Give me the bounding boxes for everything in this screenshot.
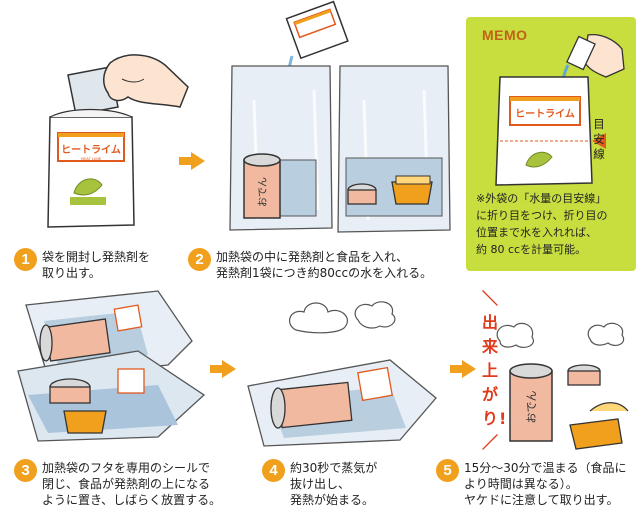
memo-note-line4: 約 80 ccを計量可能。 bbox=[476, 243, 587, 256]
step1-caption: 1 袋を開封し発熱剤を 取り出す。 bbox=[14, 248, 151, 281]
step5-line1: 15分〜30分で温まる（食品に bbox=[464, 461, 627, 475]
step4-line3: 発熱が始まる。 bbox=[290, 493, 375, 507]
step1-bag-brand: ヒートライム bbox=[61, 144, 121, 156]
step4-caption: 4 約30秒で蒸気が 抜け出し、 発熱が始まる。 bbox=[262, 459, 378, 508]
step4-illustration bbox=[247, 301, 437, 447]
step3-illustration bbox=[17, 290, 206, 442]
memo-title: MEMO bbox=[482, 27, 528, 43]
steam-icon bbox=[288, 302, 348, 334]
step3-caption: 3 加熱袋のフタを専用のシールで 閉じ、食品が発熱剤の上になる ように置き、しば… bbox=[14, 459, 222, 508]
step1-illustration: ヒートライム HEAT LIME bbox=[47, 54, 189, 228]
memo-note: ※外袋の「水量の目安線」 に折り目をつけ、折り目の 位置まで水を入れれば、 約 … bbox=[476, 190, 630, 258]
step4-number: 4 bbox=[262, 459, 285, 482]
step2-line2: 発熱剤1袋につき約80ccの水を入れる。 bbox=[216, 266, 433, 280]
step5-caption: 5 15分〜30分で温まる（食品に より時間は異なる）。 ヤケドに注意して取り出… bbox=[436, 459, 627, 508]
memo-vertical-label: 目安線 bbox=[593, 117, 605, 161]
step2-illustration: おでん bbox=[229, 0, 451, 233]
arrow-right-icon bbox=[210, 360, 236, 378]
step3-number: 3 bbox=[14, 459, 37, 482]
step4-line1: 約30秒で蒸気が bbox=[290, 461, 378, 475]
arrow-left-icon bbox=[592, 133, 606, 149]
arrow-right-icon bbox=[179, 152, 205, 170]
step1-line1: 袋を開封し発熱剤を bbox=[42, 250, 151, 264]
step5-can-label: おでん bbox=[525, 391, 538, 424]
step5-line2: より時間は異なる）。 bbox=[464, 477, 578, 491]
memo-illustration: ヒートライム bbox=[495, 33, 625, 186]
arrow-right-icon bbox=[450, 360, 476, 378]
step2-caption: 2 加熱袋の中に発熱剤と食品を入れ、 発熱剤1袋につき約80ccの水を入れる。 bbox=[188, 248, 433, 281]
leaf-logo-icon bbox=[73, 178, 103, 196]
memo-note-line2: に折り目をつけ、折り目の bbox=[476, 209, 608, 222]
step5-line3: ヤケドに注意して取り出す。 bbox=[464, 493, 619, 507]
step1-number: 1 bbox=[14, 248, 37, 271]
done-heading: ＼出来上がり!／ bbox=[482, 289, 508, 452]
memo-box: MEMO ヒートライム 目安線 ※外袋の「水量の目安線」 に折り目をつけ、折り目… bbox=[466, 17, 636, 271]
memo-note-line3: 位置まで水を入れれば、 bbox=[476, 226, 597, 239]
step1-bag-sub: HEAT LIME bbox=[81, 156, 102, 161]
step4-line2: 抜け出し、 bbox=[290, 477, 351, 491]
memo-note-line1: ※外袋の「水量の目安線」 bbox=[476, 192, 607, 205]
step2-can-label: おでん bbox=[257, 177, 269, 207]
step3-line2: 閉じ、食品が発熱剤の上になる bbox=[42, 477, 211, 491]
step5-illustration: おでん bbox=[496, 322, 629, 450]
step3-line1: 加熱袋のフタを専用のシールで bbox=[42, 461, 211, 475]
step2-line1: 加熱袋の中に発熱剤と食品を入れ、 bbox=[216, 250, 409, 264]
step5-number: 5 bbox=[436, 459, 459, 482]
memo-bag-brand: ヒートライム bbox=[515, 108, 575, 120]
step2-number: 2 bbox=[188, 248, 211, 271]
step3-line3: ように置き、しばらく放置する。 bbox=[42, 493, 222, 507]
step1-line2: 取り出す。 bbox=[42, 266, 101, 280]
